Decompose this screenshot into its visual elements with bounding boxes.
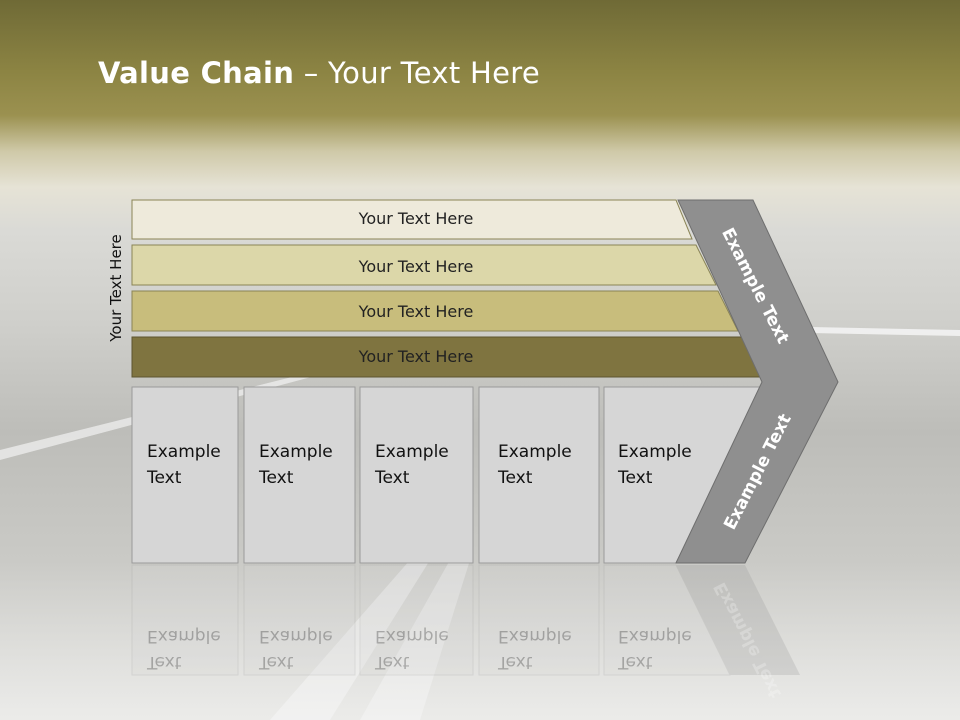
title-rest: – Your Text Here xyxy=(294,56,540,90)
cell-1-reflection: Text Example xyxy=(133,565,237,675)
cell-4-reflection-line2: Text xyxy=(498,652,533,672)
cell-3-reflection: Text Example xyxy=(361,565,472,675)
bar-2-label: Your Text Here xyxy=(358,257,474,276)
cell-2-shape xyxy=(243,386,356,564)
bar-4-label: Your Text Here xyxy=(358,347,474,366)
cell-2-line1: Example xyxy=(259,442,333,462)
cell-3-line2: Text xyxy=(375,468,410,488)
bar-2-shape xyxy=(131,244,717,286)
cell-5-reflection-line1: Example xyxy=(618,626,692,646)
cell-2: Example Text xyxy=(245,387,354,563)
cell-4-reflection-line1: Example xyxy=(498,626,572,646)
cell-3-line1: Example xyxy=(375,442,449,462)
cell-1-line1: Example xyxy=(147,442,221,462)
cell-3: Example Text xyxy=(361,387,472,563)
cell-1: Example Text xyxy=(133,387,237,563)
cell-4-line2: Text xyxy=(498,468,533,488)
bar-1-label: Your Text Here xyxy=(358,209,474,228)
title-bold: Value Chain xyxy=(98,56,295,90)
bar-1-shape xyxy=(131,199,693,240)
cell-2-reflection: Text Example xyxy=(245,565,354,675)
cell-4: Example Text xyxy=(484,387,598,563)
cell-3-reflection-line1: Example xyxy=(375,626,449,646)
cell-5-line1: Example xyxy=(618,442,692,462)
cell-1-shape xyxy=(131,386,239,564)
cell-2-reflection-line1: Example xyxy=(259,626,333,646)
reflection-group xyxy=(131,564,800,676)
cell-1-reflection-line1: Example xyxy=(147,626,221,646)
cell-5-reflection: Text Example xyxy=(604,565,714,675)
cell-2-line2: Text xyxy=(259,468,294,488)
cell-4-line1: Example xyxy=(498,442,572,462)
slide-title: Value Chain – Your Text Here xyxy=(98,56,540,90)
cell-2-reflection-line2: Text xyxy=(259,652,294,672)
cell-4-shape xyxy=(478,386,600,564)
chevron-shape xyxy=(675,199,839,564)
cell-3-reflection-line2: Text xyxy=(375,652,410,672)
cell-4-reflection: Text Example xyxy=(484,565,598,675)
cell-3-shape xyxy=(359,386,474,564)
cell-1-reflection-line2: Text xyxy=(147,652,182,672)
cell-5-reflection-line2: Text xyxy=(618,652,653,672)
cell-1-line2: Text xyxy=(147,468,182,488)
cell-5-line2: Text xyxy=(618,468,653,488)
cell-5: Example Text xyxy=(604,387,714,563)
bar-3-label: Your Text Here xyxy=(358,302,474,321)
